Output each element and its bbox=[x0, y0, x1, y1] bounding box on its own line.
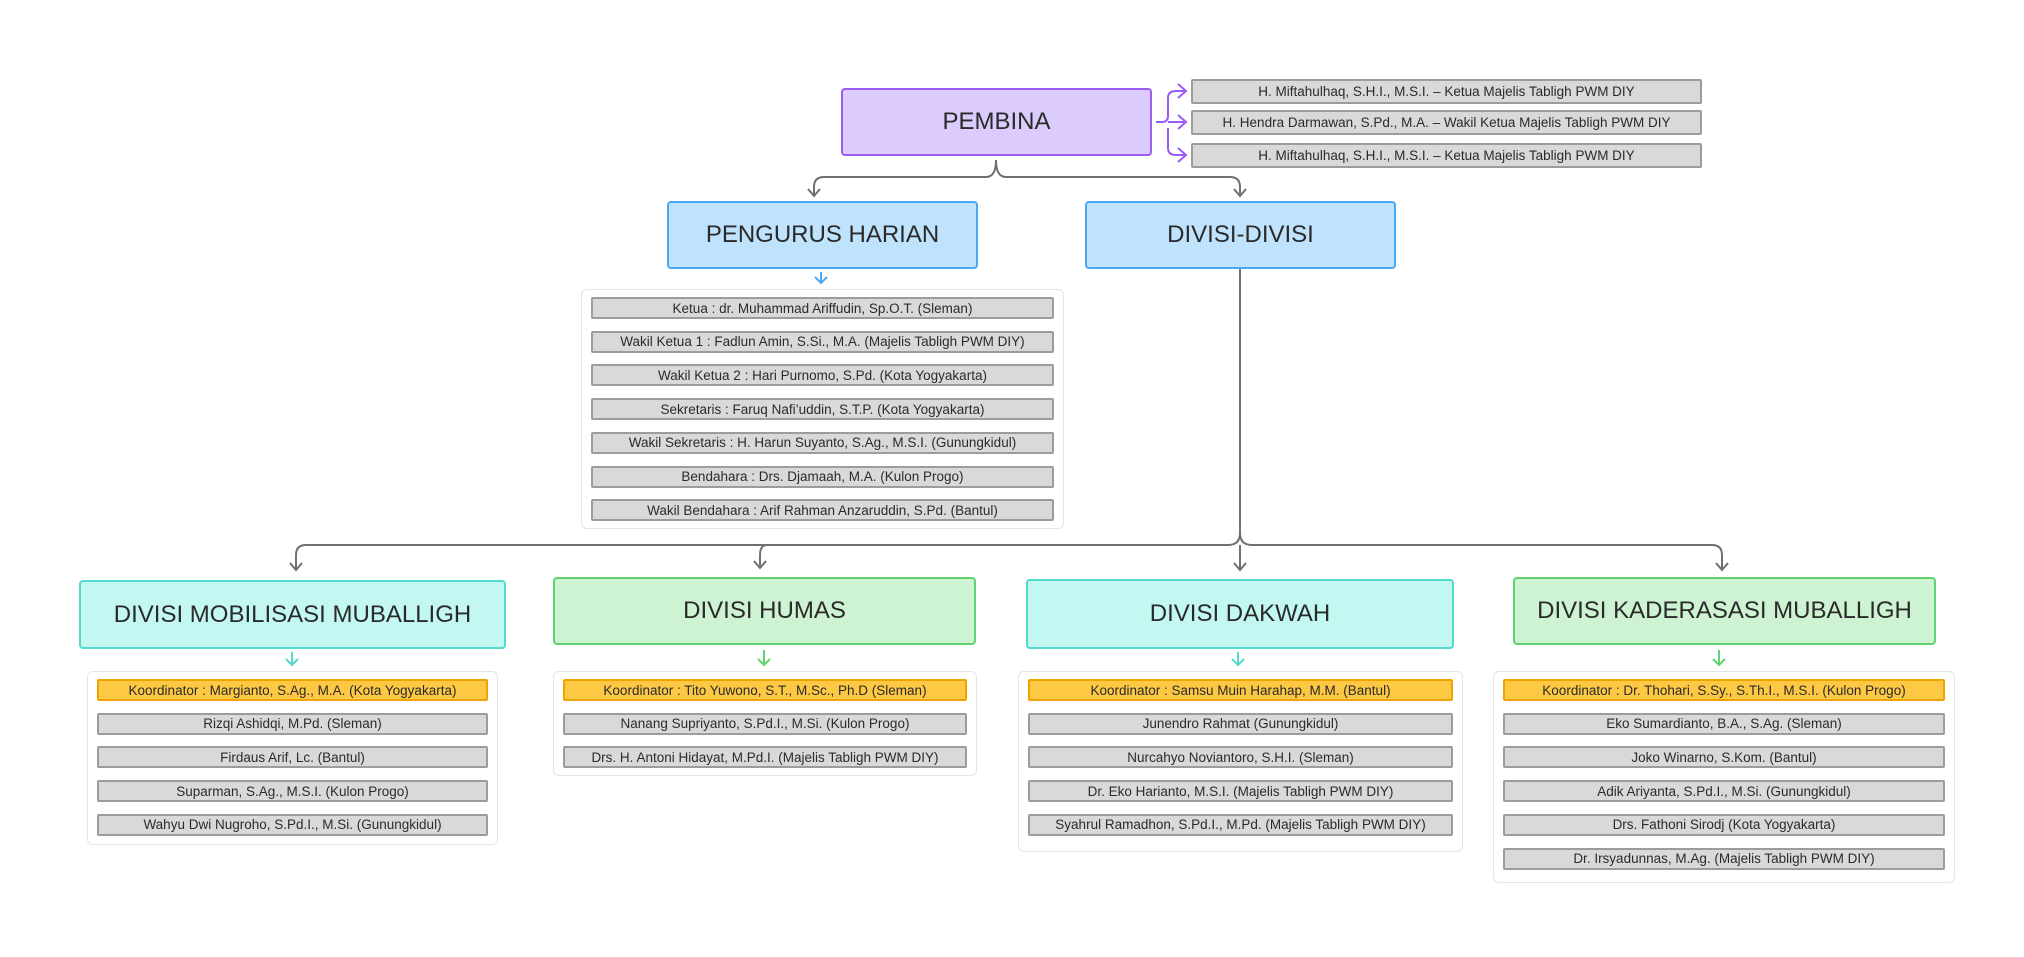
division-title: DIVISI HUMAS bbox=[683, 597, 846, 624]
division-box-mobilisasi[interactable]: DIVISI MOBILISASI MUBALLIGH bbox=[79, 580, 506, 649]
pengurus-harian-member[interactable]: Wakil Sekretaris : H. Harun Suyanto, S.A… bbox=[591, 431, 1054, 454]
pengurus-harian-member[interactable]: Sekretaris : Faruq Nafi’uddin, S.T.P. (K… bbox=[591, 398, 1054, 421]
division-member[interactable]: Nanang Supriyanto, S.Pd.I., M.Si. (Kulon… bbox=[563, 712, 967, 735]
divisi-divisi-title: DIVISI-DIVISI bbox=[1167, 221, 1314, 248]
pembina-member[interactable]: H. Miftahulhaq, S.H.I., M.S.I. – Ketua M… bbox=[1191, 143, 1702, 168]
division-member[interactable]: Junendro Rahmat (Gunungkidul) bbox=[1028, 712, 1453, 735]
division-member[interactable]: Firdaus Arif, Lc. (Bantul) bbox=[97, 746, 488, 769]
pengurus-harian-panel: Ketua : dr. Muhammad Ariffudin, Sp.O.T. … bbox=[581, 289, 1064, 529]
division-panel-humas: Koordinator : Tito Yuwono, S.T., M.Sc., … bbox=[553, 671, 977, 776]
division-box-dakwah[interactable]: DIVISI DAKWAH bbox=[1026, 579, 1454, 649]
pengurus-harian-member[interactable]: Wakil Ketua 1 : Fadlun Amin, S.Si., M.A.… bbox=[591, 330, 1054, 353]
down-arrows bbox=[285, 272, 1726, 667]
division-member[interactable]: Drs. Fathoni Sirodj (Kota Yogyakarta) bbox=[1503, 813, 1945, 836]
division-member[interactable]: Drs. H. Antoni Hidayat, M.Pd.I. (Majelis… bbox=[563, 746, 967, 769]
coordinator-item[interactable]: Koordinator : Samsu Muin Harahap, M.M. (… bbox=[1028, 679, 1453, 701]
division-member[interactable]: Eko Sumardianto, B.A., S.Ag. (Sleman) bbox=[1503, 712, 1945, 735]
division-panel-dakwah: Koordinator : Samsu Muin Harahap, M.M. (… bbox=[1018, 671, 1463, 852]
division-panel-kaderasasi: Koordinator : Dr. Thohari, S.Sy., S.Th.I… bbox=[1493, 671, 1955, 883]
division-title: DIVISI MOBILISASI MUBALLIGH bbox=[113, 600, 472, 628]
pembina-connector bbox=[289, 159, 1729, 572]
pembina-title: PEMBINA bbox=[942, 108, 1051, 135]
division-member[interactable]: Nurcahyo Noviantoro, S.H.I. (Sleman) bbox=[1028, 746, 1453, 769]
division-title: DIVISI KADERASASI MUBALLIGH bbox=[1537, 597, 1912, 624]
coordinator-item[interactable]: Koordinator : Tito Yuwono, S.T., M.Sc., … bbox=[563, 679, 967, 701]
division-member[interactable]: Wahyu Dwi Nugroho, S.Pd.I., M.Si. (Gunun… bbox=[97, 813, 488, 836]
pengurus-harian-member[interactable]: Bendahara : Drs. Djamaah, M.A. (Kulon Pr… bbox=[591, 465, 1054, 488]
division-box-humas[interactable]: DIVISI HUMAS bbox=[553, 577, 976, 645]
pengurus-harian-title: PENGURUS HARIAN bbox=[705, 221, 940, 248]
coordinator-item[interactable]: Koordinator : Margianto, S.Ag., M.A. (Ko… bbox=[97, 679, 488, 701]
division-member[interactable]: Syahrul Ramadhon, S.Pd.I., M.Pd. (Majeli… bbox=[1028, 813, 1453, 836]
division-member[interactable]: Dr. Eko Harianto, M.S.I. (Majelis Tablig… bbox=[1028, 780, 1453, 803]
pengurus-harian-box[interactable]: PENGURUS HARIAN bbox=[667, 201, 978, 269]
division-member[interactable]: Dr. Irsyadunnas, M.Ag. (Majelis Tabligh … bbox=[1503, 847, 1945, 870]
division-box-kaderasasi[interactable]: DIVISI KADERASASI MUBALLIGH bbox=[1513, 577, 1936, 645]
pembina-member[interactable]: H. Miftahulhaq, S.H.I., M.S.I. – Ketua M… bbox=[1191, 79, 1702, 104]
division-member[interactable]: Suparman, S.Ag., M.S.I. (Kulon Progo) bbox=[97, 780, 488, 803]
coordinator-item[interactable]: Koordinator : Dr. Thohari, S.Sy., S.Th.I… bbox=[1503, 679, 1945, 701]
division-member[interactable]: Adik Ariyanta, S.Pd.I., M.Si. (Gunungkid… bbox=[1503, 780, 1945, 803]
pembina-brace bbox=[1156, 83, 1188, 163]
division-title: DIVISI DAKWAH bbox=[1149, 600, 1331, 627]
division-panel-mobilisasi: Koordinator : Margianto, S.Ag., M.A. (Ko… bbox=[87, 671, 498, 845]
pengurus-harian-member[interactable]: Wakil Bendahara : Arif Rahman Anzaruddin… bbox=[591, 499, 1054, 522]
division-member[interactable]: Joko Winarno, S.Kom. (Bantul) bbox=[1503, 746, 1945, 769]
pembina-box[interactable]: PEMBINA bbox=[841, 88, 1152, 156]
pengurus-harian-member[interactable]: Wakil Ketua 2 : Hari Purnomo, S.Pd. (Kot… bbox=[591, 364, 1054, 387]
division-member[interactable]: Rizqi Ashidqi, M.Pd. (Sleman) bbox=[97, 712, 488, 735]
pengurus-harian-member[interactable]: Ketua : dr. Muhammad Ariffudin, Sp.O.T. … bbox=[591, 297, 1054, 319]
divisi-divisi-box[interactable]: DIVISI-DIVISI bbox=[1085, 201, 1396, 269]
pembina-member[interactable]: H. Hendra Darmawan, S.Pd., M.A. – Wakil … bbox=[1191, 110, 1702, 135]
